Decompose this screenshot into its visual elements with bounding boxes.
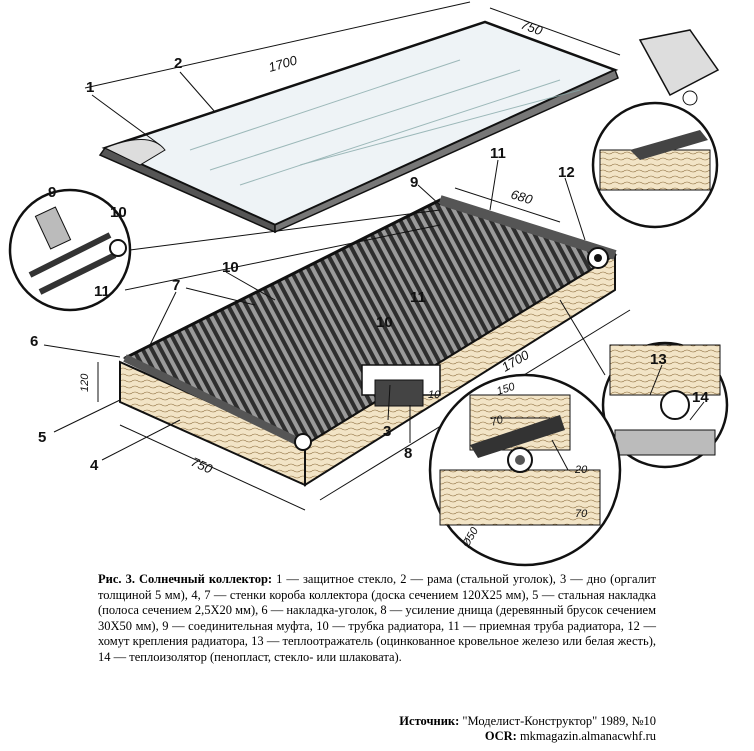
dim-detail-150: 150: [495, 380, 517, 397]
source-value: "Моделист-Конструктор" 1989, №10: [459, 714, 656, 728]
dim-detail-20: 20: [574, 464, 588, 476]
dim-detail-70b: 70: [575, 508, 588, 520]
label-2: 2: [174, 55, 182, 72]
dim-pipe-span: 680: [509, 187, 535, 208]
ocr-label: OCR:: [484, 729, 517, 743]
intake-pipe-top: [438, 195, 617, 260]
ocr-value: mkmagazin.almanacwhf.ru: [516, 729, 656, 743]
detail-coupling: [8, 188, 441, 312]
label-13: 13: [650, 351, 667, 368]
detail-corner-dimensions: [428, 373, 622, 567]
detail-frame-corner: [591, 29, 720, 229]
label-detail-10b: 10: [376, 314, 393, 331]
detail-reflector: [559, 299, 729, 469]
ocr-line: OCR: mkmagazin.almanacwhf.ru: [399, 729, 656, 744]
label-detail-9: 9: [48, 184, 56, 201]
steel-frame-edge-right: [274, 68, 619, 234]
dim-box-width: 750: [189, 454, 216, 477]
glass-dimension-lines: [84, 1, 621, 89]
source-label: Источник:: [399, 714, 460, 728]
label-5: 5: [38, 429, 46, 446]
label-9: 9: [410, 174, 418, 191]
label-detail-10: 10: [110, 204, 127, 221]
label-3: 3: [383, 423, 391, 440]
label-4: 4: [90, 457, 99, 474]
label-11: 11: [490, 145, 506, 162]
caption-title: Рис. 3. Солнечный коллектор:: [98, 572, 273, 586]
label-10: 10: [222, 259, 239, 276]
label-6: 6: [30, 333, 38, 350]
dim-glass-length: 1700: [267, 52, 300, 75]
collector-box: [119, 195, 618, 487]
label-1: 1: [86, 79, 94, 96]
dim-glass-width: 750: [519, 17, 545, 39]
dim-small-10: 10: [428, 389, 441, 401]
source-line: Источник: "Моделист-Конструктор" 1989, №…: [399, 714, 656, 729]
leader-lines: [43, 71, 705, 461]
label-8: 8: [404, 445, 412, 462]
dim-box-height: 120: [79, 373, 91, 392]
dim-detail-70a: 70: [489, 413, 505, 428]
label-detail-11: 11: [94, 283, 110, 300]
intake-pipe-bottom: [123, 354, 307, 449]
label-7: 7: [172, 277, 180, 294]
label-12: 12: [558, 164, 575, 181]
glass-cover: [98, 20, 619, 234]
label-detail-11b: 11: [410, 289, 426, 306]
source-block: Источник: "Моделист-Конструктор" 1989, №…: [399, 714, 656, 744]
caption-body: 1 — защитное стекло, 2 — рама (стальной …: [98, 572, 656, 664]
solar-collector-drawing: 1700 750 750 1700 120 680 10: [8, 1, 729, 567]
label-14: 14: [692, 389, 709, 406]
figure-caption: Рис. 3. Солнечный коллектор: 1 — защитно…: [98, 572, 656, 666]
